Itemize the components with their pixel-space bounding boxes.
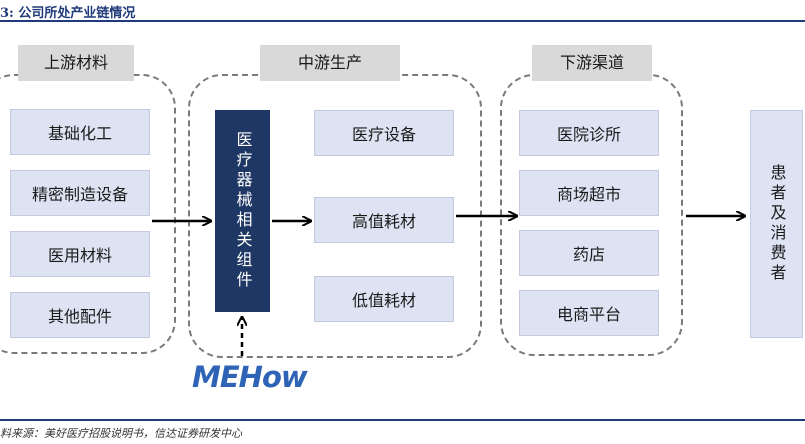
mehow-logo: MEHow (192, 360, 308, 394)
consumer-label: 患者及消费者 (767, 164, 787, 284)
source-note: 料来源：美好医疗招股说明书，信达证券研发中心 (0, 427, 242, 440)
core-component-label: 医疗器械相关组件 (233, 131, 253, 291)
downstream-item-pharmacies: 药店 (519, 230, 659, 276)
figure-title: 3: 公司所处产业链情况 (0, 6, 136, 21)
footer-rule (0, 419, 805, 421)
midstream-header: 中游生产 (260, 45, 400, 81)
consumer-box: 患者及消费者 (750, 110, 803, 338)
upstream-item-precision-equipment: 精密制造设备 (10, 170, 150, 216)
title-rule (0, 20, 805, 22)
midstream-item-low-value-consumables: 低值耗材 (314, 276, 454, 322)
upstream-item-other-parts: 其他配件 (10, 292, 150, 338)
upstream-item-basic-chemicals: 基础化工 (10, 109, 150, 155)
downstream-header: 下游渠道 (532, 45, 652, 81)
upstream-item-medical-materials: 医用材料 (10, 231, 150, 277)
core-component-box: 医疗器械相关组件 (215, 110, 270, 312)
downstream-item-supermarkets: 商场超市 (519, 170, 659, 216)
upstream-header: 上游材料 (18, 45, 134, 81)
downstream-item-hospitals: 医院诊所 (519, 110, 659, 156)
midstream-item-high-value-consumables: 高值耗材 (314, 197, 454, 243)
midstream-item-medical-devices: 医疗设备 (314, 110, 454, 156)
downstream-item-ecommerce: 电商平台 (519, 290, 659, 336)
